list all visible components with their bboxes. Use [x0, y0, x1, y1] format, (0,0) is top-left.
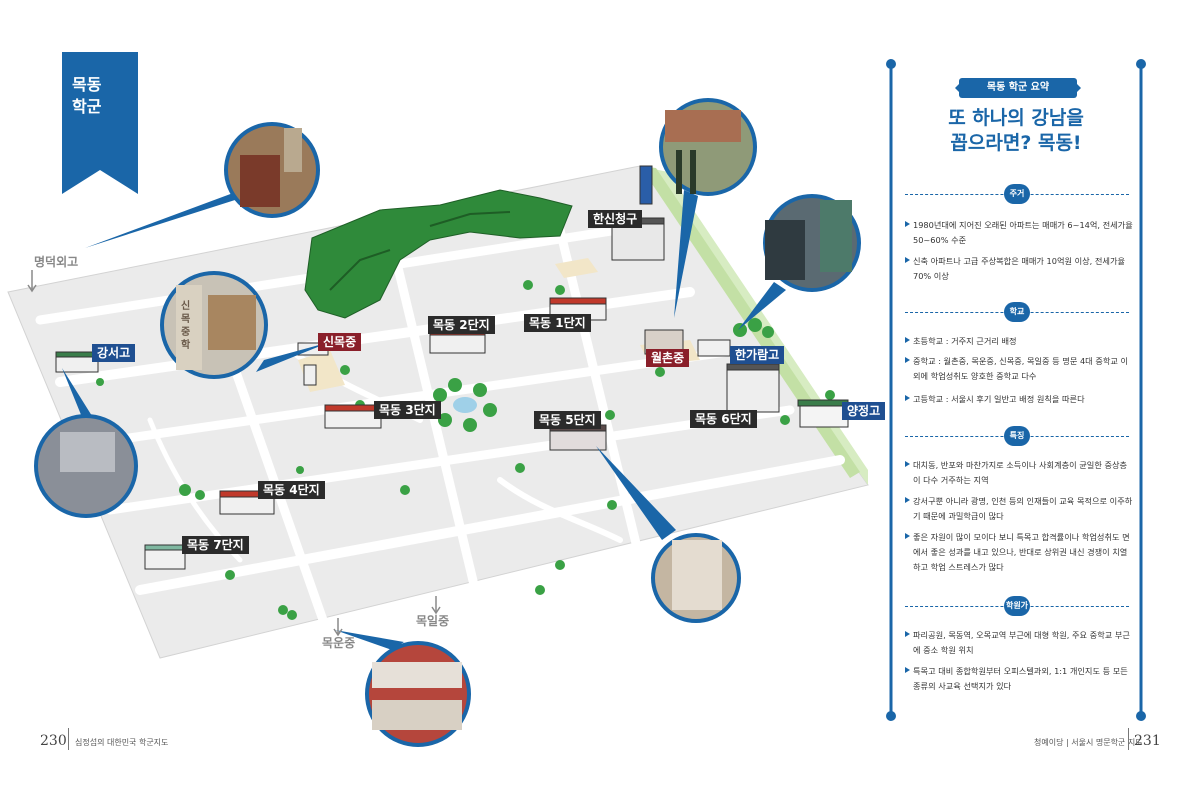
photo-details: [60, 110, 852, 730]
section-divider-features: 특징: [905, 426, 1129, 446]
summary-frame: [886, 59, 1146, 721]
label-mokdong-5: 목동 5단지: [534, 411, 601, 429]
label-hansin-cheonggu: 한신청구: [588, 210, 643, 228]
label-mokdong-6: 목동 6단지: [690, 410, 757, 428]
housing-bullet-1: 1980년대에 지어진 오래된 아파트는 매매가 6~14억, 전세가율 50~…: [905, 218, 1133, 248]
right-footer-text: 청예이당 | 서울시 명문학군 지도: [1034, 738, 1143, 747]
title-line-2: 학군: [72, 97, 102, 116]
label-mogun-middle: 목운중: [322, 636, 356, 650]
summary-header-pill: 목동 학군 요약: [955, 78, 1081, 98]
headline-line-2: 꼽으라면? 목동!: [950, 132, 1082, 154]
left-footer-text: 심정섭의 대한민국 학군지도: [75, 738, 169, 747]
features-bullet-2: 강서구뿐 아니라 광명, 인천 등의 인재들이 교육 목적으로 이주하기 때문에…: [905, 494, 1133, 524]
label-mogil-middle: 목일중: [416, 614, 450, 628]
label-wolchon-middle: 월촌중: [646, 349, 690, 367]
direction-arrows: [27, 270, 441, 637]
label-mokdong-2: 목동 2단지: [428, 316, 495, 334]
label-mokdong-1: 목동 1단지: [524, 314, 591, 332]
section-divider-academy: 학원가: [905, 596, 1129, 616]
title-ribbon: [62, 52, 138, 194]
mountain-park: [304, 189, 573, 319]
apartment-buildings: [55, 165, 849, 570]
features-bullet-1: 대치동, 반포와 마찬가지로 소득이나 사회계층이 균일한 중상층이 다수 거주…: [905, 458, 1133, 488]
right-footer-divider: [1128, 728, 1129, 750]
section-divider-housing: 주거: [905, 184, 1129, 204]
label-hangaram-high: 한가람고: [730, 346, 785, 364]
left-page-number: 230: [40, 733, 67, 749]
school-bullet-1: 초등학교 : 거주지 근거리 배정: [905, 334, 1133, 349]
school-bullet-2: 중학교 : 월촌중, 목운중, 신목중, 목일중 등 명문 4대 중학교 이외에…: [905, 354, 1133, 384]
label-mokdong-4: 목동 4단지: [258, 481, 325, 499]
label-mokdong-7: 목동 7단지: [182, 536, 249, 554]
title-ribbon-text: 목동 학군: [64, 74, 136, 118]
section-badge-school: 학교: [1004, 302, 1030, 322]
park-pond: [453, 397, 477, 413]
school-district-map: [7, 98, 869, 747]
academy-bullet-1: 파리공원, 목동역, 오목교역 부근에 대형 학원, 주요 중학교 부근에 중소…: [905, 628, 1133, 658]
summary-headline: 또 하나의 강남을 꼽으라면? 목동!: [897, 106, 1135, 156]
section-badge-academy: 학원가: [1004, 596, 1030, 616]
headline-line-1: 또 하나의 강남을: [948, 107, 1084, 129]
housing-bullet-2: 신축 아파트나 고급 주상복합은 매매가 10억원 이상, 전세가율 70% 이…: [905, 254, 1133, 284]
summary-panel: 목동 학군 요약 또 하나의 강남을 꼽으라면? 목동! 주거 1980년대에 …: [897, 60, 1135, 720]
label-myeongdeok-foreign: 명덕외고: [34, 255, 79, 269]
section-badge-features: 특징: [1004, 426, 1030, 446]
title-line-1: 목동: [72, 75, 102, 94]
tree-clusters: [96, 280, 835, 620]
left-footer-divider: [68, 728, 69, 750]
features-bullet-3: 좋은 자원이 많이 모이다 보니 특목고 합격률이나 학업성취도 면에서 좋은 …: [905, 530, 1133, 575]
right-page-number: 231: [1134, 733, 1161, 749]
section-divider-school: 학교: [905, 302, 1129, 322]
photo-sign-text: 신목중학: [181, 301, 191, 351]
academy-bullet-2: 특목고 대비 종합학원부터 오피스텔과외, 1:1 개인지도 등 모든 종류의 …: [905, 664, 1133, 694]
label-yangjeong-high: 양정고: [842, 402, 886, 420]
label-gangseo-high: 강서고: [92, 344, 136, 362]
school-bullet-3: 고등학교 : 서울시 후기 일반고 배정 원칙을 따른다: [905, 392, 1133, 407]
label-mokdong-3: 목동 3단지: [374, 401, 441, 419]
label-sinmok-middle: 신목중: [318, 333, 362, 351]
section-badge-housing: 주거: [1004, 184, 1030, 204]
